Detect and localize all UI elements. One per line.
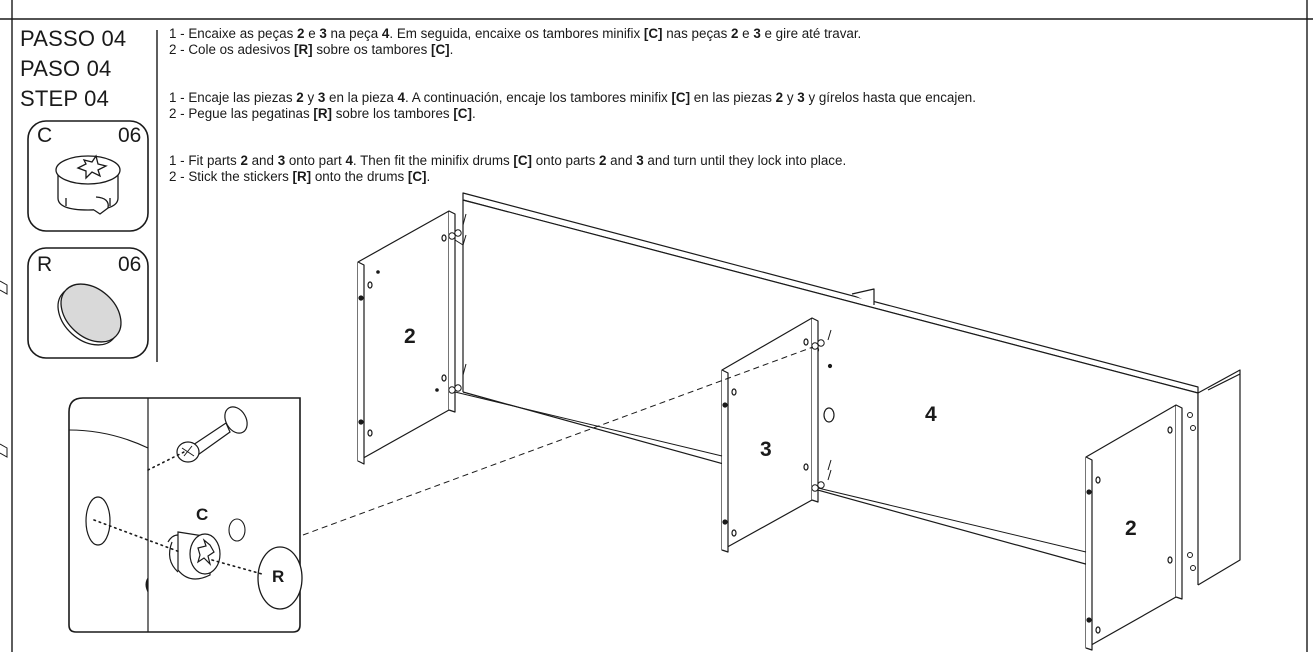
instruction-bold-ref: [C]	[430, 42, 450, 57]
instruction-text: and	[247, 153, 278, 168]
part-number-middle-divider: 3	[760, 438, 772, 461]
instruction-text: y	[303, 90, 318, 105]
instruction-bold-ref: 3	[317, 90, 326, 105]
instruction-bold-ref: 2	[731, 26, 739, 41]
instruction-bold-ref: 2	[296, 90, 304, 105]
instruction-text: en la pieza	[325, 90, 398, 105]
detail-dotted-guides	[93, 450, 263, 575]
instruction-text: . A continuación, encaje los tambores mi…	[405, 90, 672, 105]
sticker-disc-icon	[57, 283, 122, 346]
step-title-es: PASO 04	[20, 56, 112, 81]
instruction-bold-ref: 3	[319, 26, 327, 41]
instruction-bold-ref: [C]	[407, 169, 427, 184]
detail-drum-label: C	[196, 505, 209, 524]
instruction-bold-ref: 2	[599, 153, 607, 168]
detail-sticker-label: R	[272, 567, 285, 586]
instruction-text: onto parts	[532, 153, 599, 168]
instruction-bold-ref: 2	[240, 153, 248, 168]
back-panel-4	[462, 192, 1241, 586]
instruction-bold-ref: [C]	[671, 90, 691, 105]
instruction-text: na peça	[326, 26, 382, 41]
instruction-text: e	[304, 26, 320, 41]
hardware-c-qty: 06	[118, 124, 142, 147]
part-number-right-side: 2	[1125, 517, 1137, 540]
instruction-bold-ref: 2	[297, 26, 305, 41]
instruction-text: .	[449, 42, 454, 57]
instruction-bold-ref: [R]	[294, 42, 313, 57]
instruction-bold-ref: 4	[345, 153, 353, 168]
instruction-en-1: 1 - Fit parts 2 and 3 onto part 4. Then …	[169, 153, 846, 169]
instruction-text: . Em seguida, encaixe os tambores minifi…	[389, 26, 644, 41]
middle-divider-3	[721, 317, 819, 553]
hardware-c-letter: C	[37, 124, 53, 147]
instruction-text: 2 - Cole os adesivos	[169, 42, 295, 57]
instruction-text: e gire até travar.	[760, 26, 862, 41]
hardware-box-c	[27, 120, 149, 232]
instruction-text: y	[783, 90, 798, 105]
detail-inset	[68, 397, 303, 633]
instruction-en-2: 2 - Stick the stickers [R] onto the drum…	[169, 169, 430, 185]
instruction-text: sobre os tambores	[312, 42, 431, 57]
instruction-text: 2 - Stick the stickers	[169, 169, 293, 184]
instruction-bold-ref: [C]	[643, 26, 663, 41]
instruction-text: en las piezas	[690, 90, 776, 105]
hole-icon	[228, 518, 246, 542]
right-side-panel-2	[1085, 404, 1183, 651]
instruction-text: y gírelos hasta que encajen.	[804, 90, 976, 105]
instruction-text: .	[426, 169, 431, 184]
hardware-box-r	[27, 247, 149, 359]
part-number-left-side: 2	[404, 325, 416, 348]
detail-leader-line	[302, 346, 814, 536]
instruction-bold-ref: 3	[753, 26, 761, 41]
step-title-en: STEP 04	[20, 86, 110, 111]
instruction-text: . Then fit the minifix drums	[352, 153, 514, 168]
minifix-fittings	[448, 213, 1196, 571]
hardware-r-qty: 06	[118, 253, 142, 276]
instruction-pt-1: 1 - Encaixe as peças 2 e 3 na peça 4. Em…	[169, 26, 861, 42]
instruction-text: .	[471, 106, 476, 121]
instruction-text: nas peças	[662, 26, 731, 41]
part-number-back-panel: 4	[925, 403, 937, 426]
instruction-bold-ref: [R]	[313, 106, 333, 121]
panel-hole-icon	[85, 496, 111, 546]
instruction-text: 2 - Pegue las pegatinas	[169, 106, 314, 121]
instruction-text: sobre los tambores	[332, 106, 454, 121]
cabinet-assembly	[357, 192, 1241, 651]
instruction-text: 1 - Fit parts	[169, 153, 241, 168]
left-side-panel-2	[357, 210, 456, 465]
instruction-text: 1 - Encaixe as peças	[169, 26, 298, 41]
instruction-text: onto the drums	[311, 169, 408, 184]
cam-bolt-icon	[176, 406, 248, 463]
instruction-text: and turn until they lock into place.	[643, 153, 847, 168]
instruction-pt-2: 2 - Cole os adesivos [R] sobre os tambor…	[169, 42, 453, 58]
instruction-bold-ref: 3	[636, 153, 644, 168]
instruction-bold-ref: [R]	[292, 169, 312, 184]
instruction-bold-ref: 3	[277, 153, 286, 168]
instruction-bold-ref: 4	[397, 90, 405, 105]
step-title-pt: PASSO 04	[20, 26, 127, 51]
instruction-bold-ref: 2	[775, 90, 784, 105]
instruction-text: e	[738, 26, 754, 41]
instruction-es-1: 1 - Encaje las piezas 2 y 3 en la pieza …	[169, 90, 976, 106]
instruction-bold-ref: 4	[381, 26, 390, 41]
sticker-detail-icon	[257, 546, 303, 610]
hardware-r-letter: R	[37, 253, 53, 276]
instruction-bold-ref: 3	[797, 90, 805, 105]
assembly-guide-lines	[454, 239, 1087, 553]
instruction-bold-ref: [C]	[513, 153, 532, 168]
instruction-text: 1 - Encaje las piezas	[169, 90, 297, 105]
edge-arrow-marks	[0, 280, 8, 458]
minifix-drum-icon	[55, 154, 121, 215]
instruction-text: onto part	[285, 153, 346, 168]
minifix-drum-detail-icon	[167, 531, 221, 580]
instruction-es-2: 2 - Pegue las pegatinas [R] sobre los ta…	[169, 106, 476, 122]
instruction-bold-ref: [C]	[453, 106, 472, 121]
instruction-text: and	[606, 153, 637, 168]
